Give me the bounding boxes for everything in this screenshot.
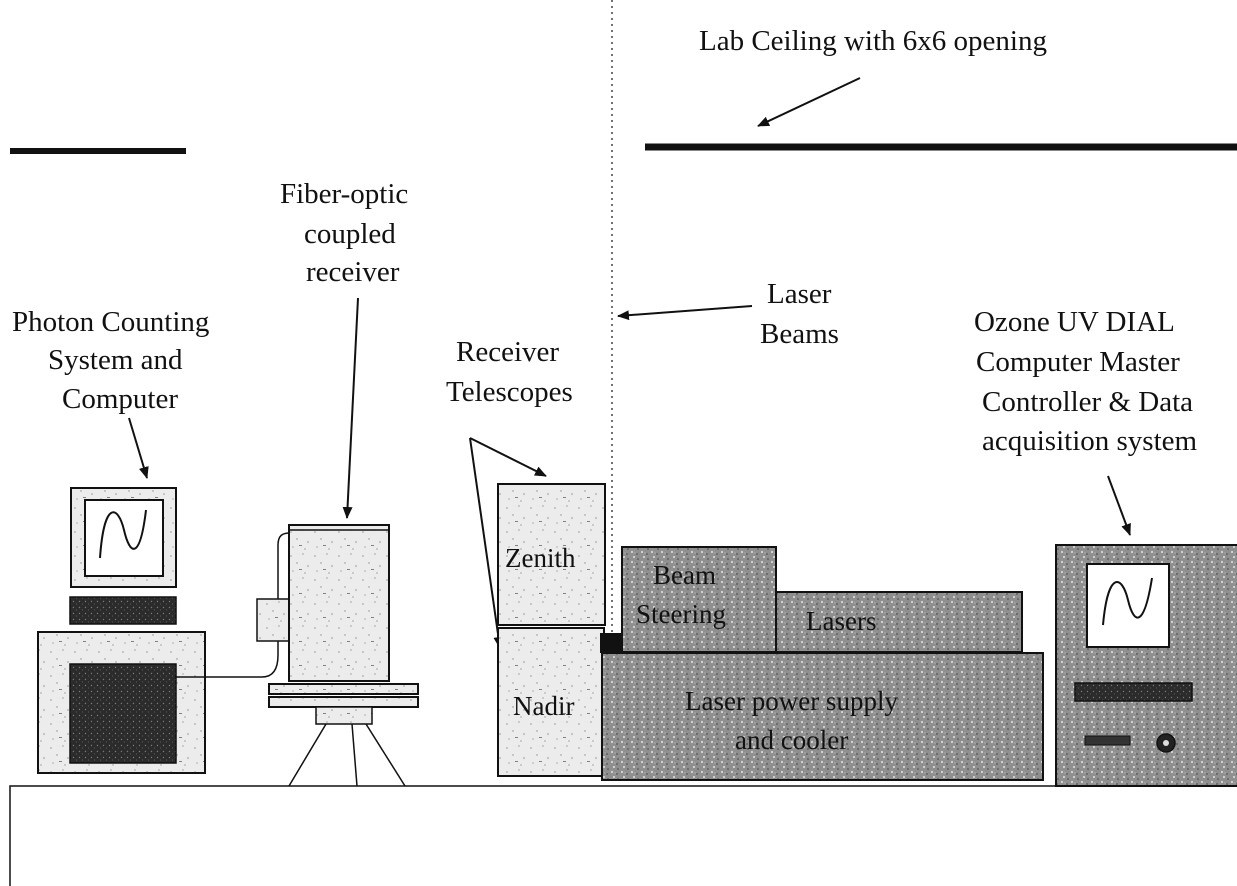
tripod-leg-left [288, 723, 327, 787]
laser-beams-arrow [617, 305, 753, 321]
fiber-receiver-arrow [342, 297, 359, 519]
photon-cpu-panel [69, 663, 177, 764]
fiber-receiver-label-line3: receiver [306, 256, 400, 288]
lasers-box [775, 591, 1023, 653]
lasers-label: Lasers [806, 606, 876, 636]
photon-label-line2: System and [48, 344, 183, 376]
telescopes-arrow-nadir [469, 437, 504, 649]
ozone-label-line3: Controller & Data [982, 386, 1193, 418]
tripod-leg-right [365, 723, 406, 787]
telescopes-label-line1: Receiver [456, 336, 559, 368]
beam-port [600, 633, 622, 653]
floor-outline [9, 785, 1237, 886]
ozone-monitor-screen [1086, 563, 1170, 648]
photon-label-line1: Photon Counting [12, 306, 209, 338]
photon-computer [37, 487, 206, 774]
nadir-label: Nadir [513, 691, 574, 721]
ozone-computer [1055, 544, 1237, 787]
photon-monitor-screen [84, 499, 164, 577]
fiber-receiver-label-line2: coupled [304, 218, 396, 250]
fiber-receiver-label-line1: Fiber-optic [280, 178, 408, 210]
zenith-telescope: Zenith [497, 483, 606, 626]
ozone-arrow [1107, 475, 1131, 536]
laser-beams-label-line2: Beams [760, 318, 839, 350]
laser-system: Beam Steering Lasers Laser power supply … [601, 546, 1044, 781]
ceiling-label: Lab Ceiling with 6x6 opening [699, 25, 1047, 57]
ozone-floppy-slot [1084, 735, 1131, 746]
ceiling-arrow [757, 77, 861, 127]
beam-steering-label-line1: Beam [653, 560, 716, 590]
waveform-icon [99, 509, 147, 559]
receiver-mount-plate2 [268, 696, 419, 708]
tripod-head [315, 706, 373, 725]
waveform-icon [1102, 577, 1153, 626]
receiver-mount-plate1 [268, 683, 419, 695]
ozone-label-line2: Computer Master [976, 346, 1180, 378]
power-supply-label-line1: Laser power supply [685, 686, 898, 716]
power-supply-box [601, 652, 1044, 781]
ozone-drive-slot [1074, 682, 1193, 702]
photon-label-line3: Computer [62, 383, 178, 415]
laser-beams-label-line1: Laser [767, 278, 832, 310]
telescopes-label-line2: Telescopes [446, 376, 573, 408]
telescopes-arrow-zenith [469, 437, 547, 477]
fiber-receiver [175, 524, 419, 787]
receiver-housing [288, 524, 390, 682]
tripod-leg-center [351, 723, 358, 787]
power-supply-label-line2: and cooler [735, 725, 848, 755]
photon-keyboard [69, 596, 177, 625]
beam-steering-box [621, 546, 777, 653]
ozone-label-line4: acquisition system [982, 425, 1198, 457]
fiber-connector [256, 598, 292, 642]
ozone-label-line1: Ozone UV DIAL [974, 306, 1175, 338]
photon-arrow [128, 417, 149, 479]
beam-steering-label-line2: Steering [636, 599, 726, 629]
nadir-telescope: Nadir [497, 627, 605, 777]
zenith-label: Zenith [505, 543, 576, 573]
